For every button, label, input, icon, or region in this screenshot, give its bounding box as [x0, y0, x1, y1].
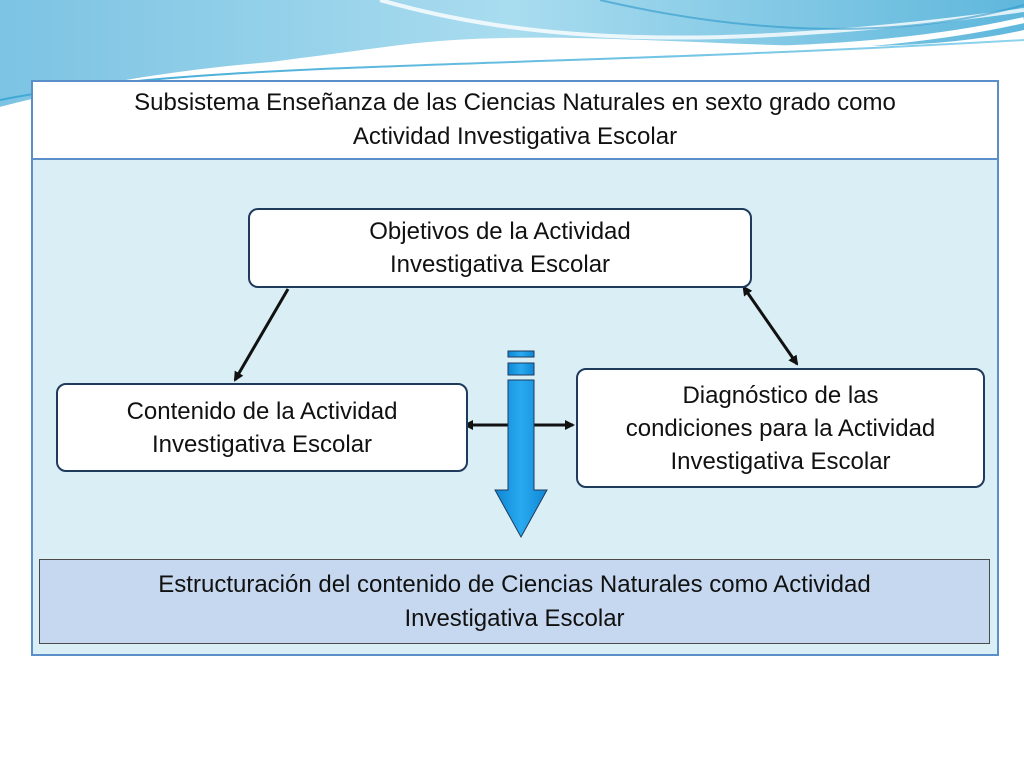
result-line-1: Estructuración del contenido de Ciencias… [158, 570, 871, 598]
result-line-2: Investigativa Escolar [404, 604, 625, 632]
node-objetivos-line-1: Objetivos de la Actividad [369, 218, 631, 245]
node-contenido-line-1: Contenido de la Actividad [126, 397, 398, 425]
title-line-1: Subsistema Enseñanza de las Ciencias Nat… [134, 89, 896, 116]
node-contenido: Contenido de la Actividad Investigativa … [56, 383, 468, 472]
node-objetivos-line-2: Investigativa Escolar [389, 251, 611, 278]
node-contenido-line-2: Investigativa Escolar [151, 430, 373, 458]
title-line-2: Actividad Investigativa Escolar [352, 123, 678, 150]
wave-header-decoration [0, 0, 1024, 113]
node-diagnostico-line-3: Investigativa Escolar [670, 447, 891, 475]
node-diagnostico-line-2: condiciones para la Actividad [625, 414, 936, 442]
node-diagnostico: Diagnóstico de las condiciones para la A… [576, 368, 985, 488]
subsystem-title: Subsistema Enseñanza de las Ciencias Nat… [33, 82, 997, 160]
result-box: Estructuración del contenido de Ciencias… [39, 559, 990, 644]
node-diagnostico-line-1: Diagnóstico de las [682, 381, 879, 409]
node-objetivos: Objetivos de la Actividad Investigativa … [248, 208, 752, 288]
